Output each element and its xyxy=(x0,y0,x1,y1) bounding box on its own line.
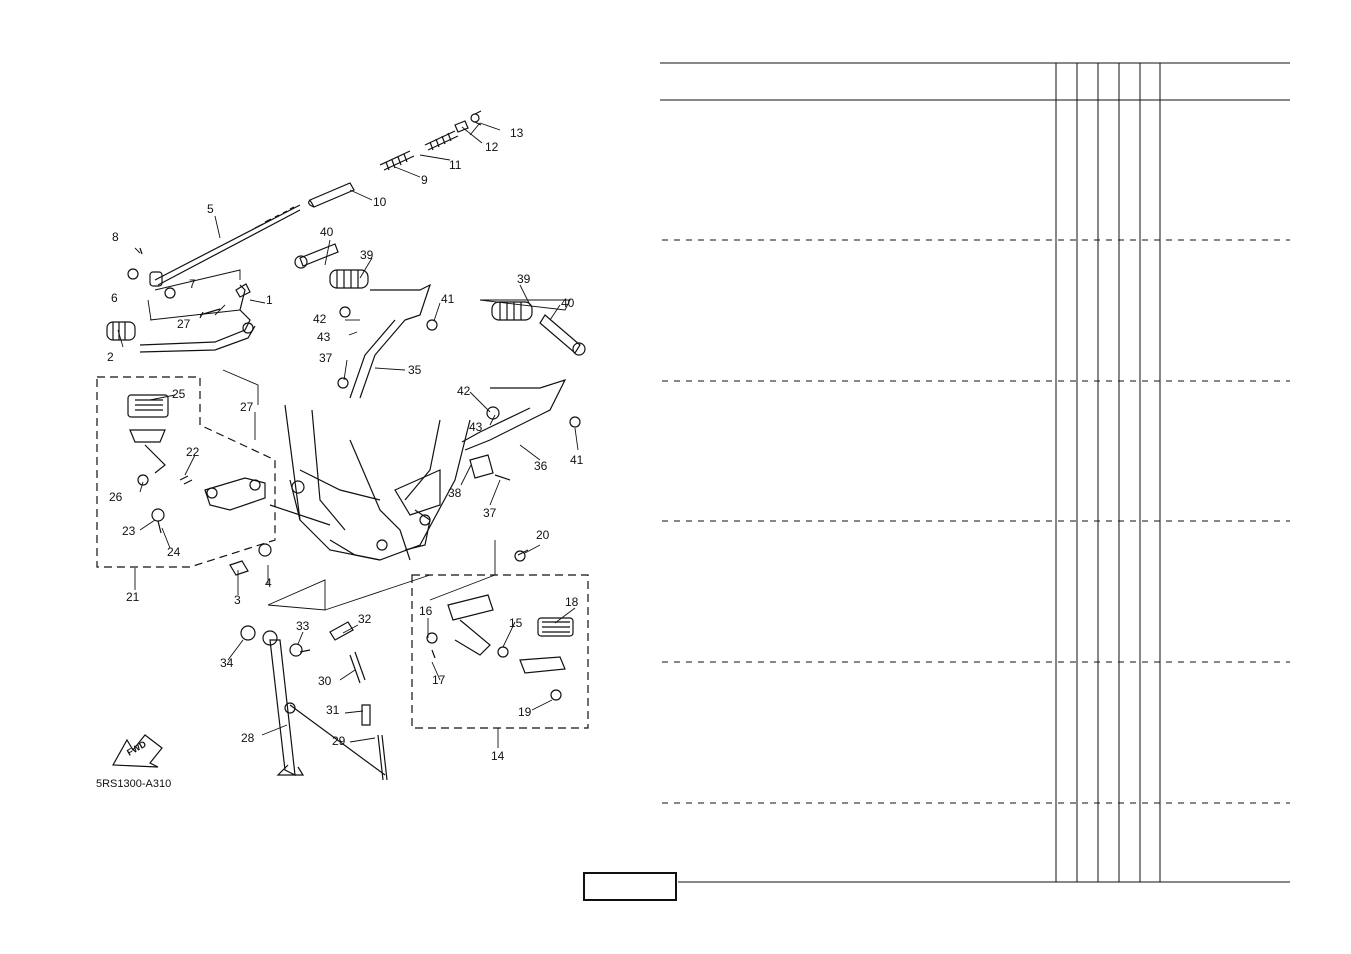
callout-32: 32 xyxy=(358,612,372,626)
callout-24: 24 xyxy=(167,545,181,559)
callout-36: 36 xyxy=(534,459,548,473)
callout-19: 19 xyxy=(518,705,532,719)
callout-21: 21 xyxy=(126,590,140,604)
assembly-boxes xyxy=(96,376,589,729)
callout-42b: 42 xyxy=(457,384,471,398)
callout-15: 15 xyxy=(509,616,523,630)
callout-23: 23 xyxy=(122,524,136,538)
callout-35: 35 xyxy=(408,363,422,377)
callout-5: 5 xyxy=(207,202,214,216)
callout-22: 22 xyxy=(186,445,200,459)
callout-6: 6 xyxy=(111,291,118,305)
callout-39b: 39 xyxy=(517,272,531,286)
callout-3: 3 xyxy=(234,593,241,607)
frame-drawing xyxy=(269,404,471,561)
callout-10: 10 xyxy=(373,195,387,209)
callout-40b: 40 xyxy=(561,296,575,310)
figure-code: 5RS1300-A310 xyxy=(96,778,171,790)
page-number-box xyxy=(583,872,677,901)
callout-27a: 27 xyxy=(177,317,191,331)
callout-33: 33 xyxy=(296,619,310,633)
callout-1: 1 xyxy=(266,293,273,307)
sidestand-drawing xyxy=(240,621,388,781)
callout-34: 34 xyxy=(220,656,234,670)
callout-2: 2 xyxy=(107,350,114,364)
callout-13: 13 xyxy=(510,126,524,140)
callout-43a: 43 xyxy=(317,330,331,344)
callout-17: 17 xyxy=(432,673,446,687)
callout-28: 28 xyxy=(241,731,255,745)
callout-43b: 43 xyxy=(469,420,483,434)
callout-40a: 40 xyxy=(320,225,334,239)
callout-41a: 41 xyxy=(441,292,455,306)
callout-27b: 27 xyxy=(240,400,254,414)
callout-numbers: 1 2 3 4 5 6 7 8 9 10 11 12 13 14 15 16 1… xyxy=(107,126,584,763)
callout-8: 8 xyxy=(112,230,119,244)
left-footrest-drawing xyxy=(127,394,272,576)
callout-7: 7 xyxy=(189,277,196,291)
callout-37b: 37 xyxy=(483,506,497,520)
callout-31: 31 xyxy=(326,703,340,717)
callout-18: 18 xyxy=(565,595,579,609)
leader-lines xyxy=(117,122,579,748)
callout-30: 30 xyxy=(318,674,332,688)
callout-41b: 41 xyxy=(570,453,584,467)
rear-footrest-left-drawing xyxy=(294,243,438,399)
callout-42a: 42 xyxy=(313,312,327,326)
callout-37a: 37 xyxy=(319,351,333,365)
callout-12: 12 xyxy=(485,140,499,154)
callout-4: 4 xyxy=(265,576,272,590)
callout-20: 20 xyxy=(536,528,550,542)
row-group-separators xyxy=(662,239,1290,804)
callout-25: 25 xyxy=(172,387,186,401)
callout-38: 38 xyxy=(448,486,462,500)
callout-14: 14 xyxy=(491,749,505,763)
brake-rod-assembly xyxy=(127,110,482,299)
callout-39a: 39 xyxy=(360,248,374,262)
fwd-arrow-icon xyxy=(112,734,163,768)
callout-26: 26 xyxy=(109,490,123,504)
callout-16: 16 xyxy=(419,604,433,618)
callout-29: 29 xyxy=(332,734,346,748)
callout-9: 9 xyxy=(421,173,428,187)
qty-column-rules xyxy=(1055,63,1161,882)
callout-11: 11 xyxy=(449,158,462,172)
rear-footrest-right-drawing xyxy=(461,301,586,481)
